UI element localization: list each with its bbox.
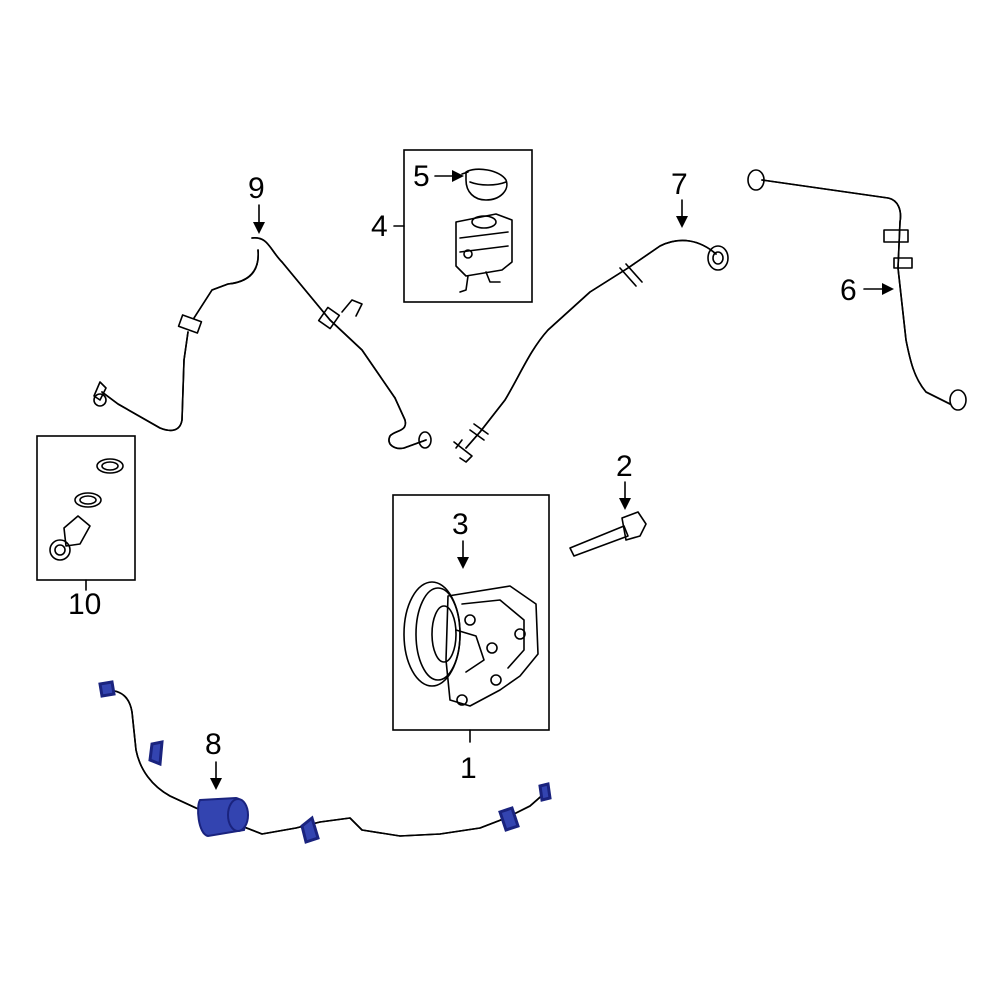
part-6-hose[interactable] bbox=[747, 169, 967, 411]
callout-6: 6 bbox=[840, 274, 857, 307]
part-7-hose[interactable] bbox=[453, 239, 729, 463]
part-10-fittings bbox=[49, 458, 124, 561]
part-3-pump[interactable] bbox=[403, 581, 539, 707]
part-4-reservoir[interactable] bbox=[455, 213, 513, 293]
callout-7: 7 bbox=[671, 168, 688, 201]
callout-2-arrow bbox=[619, 498, 631, 510]
part-10-box[interactable] bbox=[36, 435, 136, 581]
part-8-hose[interactable] bbox=[98, 680, 552, 844]
callout-2: 2 bbox=[616, 450, 633, 483]
callout-5-arrow bbox=[452, 170, 464, 182]
callout-5: 5 bbox=[413, 160, 430, 193]
part-2-bolt[interactable] bbox=[569, 511, 647, 557]
callout-4: 4 bbox=[371, 210, 388, 243]
callout-1: 1 bbox=[460, 752, 477, 785]
callout-9: 9 bbox=[248, 172, 265, 205]
callout-9-arrow bbox=[253, 222, 265, 234]
callout-10: 10 bbox=[68, 588, 101, 621]
part-5-cap[interactable] bbox=[461, 168, 508, 201]
callout-6-arrow bbox=[882, 283, 894, 295]
callout-8-arrow bbox=[210, 778, 222, 790]
part-9-hose[interactable] bbox=[93, 237, 432, 450]
callout-7-arrow bbox=[676, 216, 688, 228]
callout-3-arrow bbox=[457, 557, 469, 569]
part-1-box[interactable] bbox=[392, 494, 550, 731]
callout-3: 3 bbox=[452, 508, 469, 541]
callout-8: 8 bbox=[205, 728, 222, 761]
